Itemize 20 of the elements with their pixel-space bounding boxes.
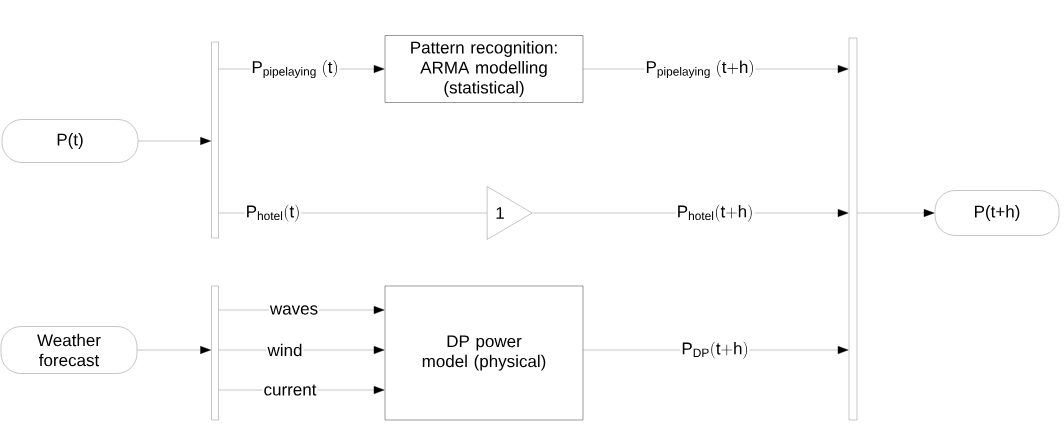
edge-label: wind	[266, 342, 304, 358]
bus-bar	[848, 37, 858, 421]
edge-label: $\mathrm{P_{DP}(t{+}h)}$	[680, 340, 750, 360]
process-box: Pattern recognition: ARMA modelling (statistical)	[384, 35, 584, 103]
arrow	[857, 209, 935, 217]
terminal-box: Weather forecast	[0, 326, 138, 374]
edge-label: $\mathrm{P_{pipelaying}\ (t{+}h)}$	[644, 58, 756, 80]
arrow	[138, 137, 211, 145]
gain-triangle: 1	[486, 186, 533, 240]
edge-label: waves	[268, 304, 320, 316]
edge-label: $\mathrm{P_{hotel}(t)}$	[244, 203, 302, 223]
bus-bar	[211, 41, 219, 239]
bus-bar	[211, 285, 219, 421]
process-box: DP power model (physical)	[384, 285, 584, 421]
edge-label: current	[262, 383, 318, 397]
edge-label: $\mathrm{P_{hotel}(t{+}h)}$	[675, 203, 755, 223]
terminal-box: P(t+h)	[934, 190, 1060, 236]
terminal-box: P(t)	[1, 119, 139, 163]
edge-label: $\mathrm{P_{pipelaying}\ (t)}$	[250, 58, 340, 80]
arrow	[137, 346, 211, 354]
